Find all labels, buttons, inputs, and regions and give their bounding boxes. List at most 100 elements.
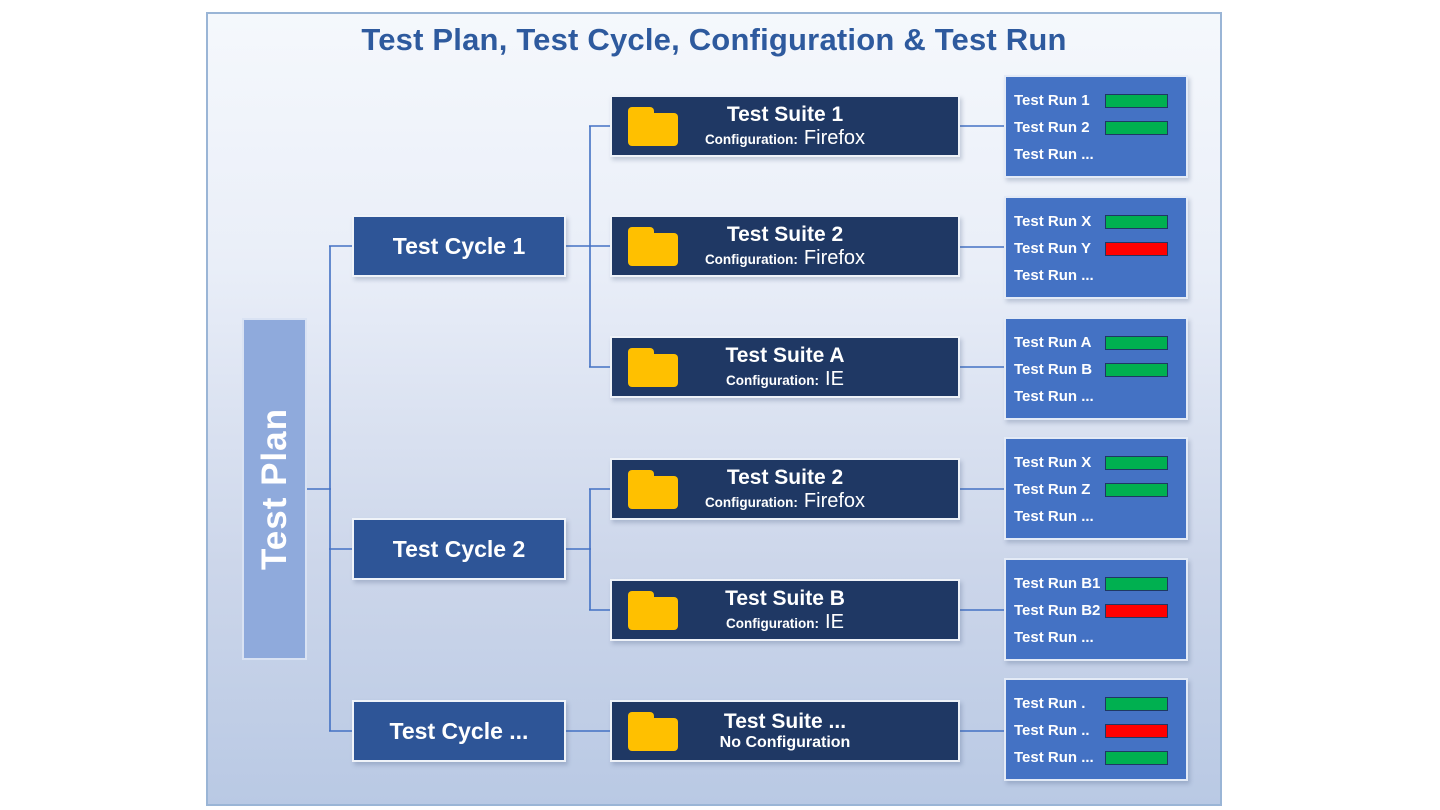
- test-run-row: Test Run ...: [1006, 503, 1186, 530]
- test-suite-configuration: Configuration: Firefox: [705, 127, 865, 149]
- test-suite-text: Test Suite A Configuration: IE: [612, 338, 958, 396]
- configuration-label: No Configuration: [719, 734, 851, 752]
- test-run-row: Test Run B2: [1006, 597, 1186, 624]
- test-suite-a-box: Test Suite A Configuration: IE: [610, 336, 960, 398]
- test-run-status-bar: [1105, 241, 1168, 256]
- test-plan-box: Test Plan: [242, 318, 307, 660]
- test-run-label: Test Run B: [1014, 361, 1093, 378]
- test-run-label: Test Run 2: [1014, 119, 1090, 136]
- test-suite-configuration: No Configuration: [720, 734, 851, 752]
- test-cycle-1-box: Test Cycle 1: [352, 215, 566, 277]
- test-run-row: Test Run B1: [1006, 570, 1186, 597]
- folder-icon: [628, 712, 678, 752]
- test-run-panel-6: Test Run . Test Run .. Test Run ...: [1004, 678, 1188, 781]
- test-suite-text: Test Suite B Configuration: IE: [612, 581, 958, 639]
- test-run-row: Test Run ...: [1006, 744, 1186, 771]
- configuration-label: Configuration:: [726, 373, 820, 389]
- test-suite-title: Test Suite ...: [723, 710, 847, 734]
- folder-icon: [628, 348, 678, 388]
- test-run-row: Test Run A: [1006, 329, 1186, 356]
- test-cycle-label: Test Cycle 2: [392, 535, 526, 562]
- test-cycle-label: Test Cycle ...: [389, 717, 529, 744]
- test-suite-configuration: Configuration: Firefox: [705, 490, 865, 512]
- test-run-label: Test Run ...: [1014, 629, 1094, 646]
- test-run-label: Test Run B2: [1014, 602, 1101, 619]
- configuration-value: IE: [825, 368, 844, 391]
- test-plan-label: Test Plan: [254, 407, 294, 570]
- test-run-status-bar: [1105, 214, 1168, 229]
- folder-icon: [628, 227, 678, 267]
- test-run-status-bar: [1105, 362, 1168, 377]
- test-cycle-2-box: Test Cycle 2: [352, 518, 566, 580]
- test-run-label: Test Run A: [1014, 334, 1092, 351]
- test-run-label: Test Run X: [1014, 454, 1092, 471]
- configuration-value: Firefox: [803, 127, 866, 150]
- test-run-row: Test Run ...: [1006, 383, 1186, 410]
- test-suite-configuration: Configuration: Firefox: [705, 247, 865, 269]
- test-run-status-bar: [1105, 723, 1168, 738]
- test-run-label: Test Run B1: [1014, 575, 1101, 592]
- test-run-label: Test Run ...: [1014, 267, 1094, 284]
- configuration-label: Configuration:: [704, 495, 798, 511]
- configuration-label: Configuration:: [704, 132, 798, 148]
- test-run-status-bar: [1105, 93, 1168, 108]
- test-suite-title: Test Suite B: [725, 586, 845, 610]
- test-run-row: Test Run B: [1006, 356, 1186, 383]
- test-suite-text: Test Suite 2 Configuration: Firefox: [612, 217, 958, 275]
- test-suite-text: Test Suite 1 Configuration: Firefox: [612, 97, 958, 155]
- folder-icon: [628, 470, 678, 510]
- test-run-row: Test Run ...: [1006, 262, 1186, 289]
- test-run-label: Test Run ...: [1014, 749, 1094, 766]
- test-suite-configuration: Configuration: IE: [726, 368, 844, 390]
- test-run-row: Test Run .: [1006, 690, 1186, 717]
- test-run-row: Test Run Z: [1006, 476, 1186, 503]
- test-run-panel-3: Test Run A Test Run B Test Run ...: [1004, 317, 1188, 420]
- configuration-value: Firefox: [803, 247, 866, 270]
- test-run-status-bar: [1105, 455, 1168, 470]
- test-run-row: Test Run X: [1006, 208, 1186, 235]
- test-run-label: Test Run Z: [1014, 481, 1091, 498]
- test-run-panel-1: Test Run 1 Test Run 2 Test Run ...: [1004, 75, 1188, 178]
- configuration-value: IE: [825, 611, 844, 634]
- test-suite-more-box: Test Suite ... No Configuration: [610, 700, 960, 762]
- test-run-status-bar: [1105, 576, 1168, 591]
- test-run-label: Test Run Y: [1014, 240, 1091, 257]
- test-run-label: Test Run ..: [1014, 722, 1090, 739]
- test-run-label: Test Run ...: [1014, 146, 1094, 163]
- test-suite-title: Test Suite 2: [726, 222, 844, 246]
- test-cycle-label: Test Cycle 1: [392, 232, 526, 259]
- folder-icon: [628, 591, 678, 631]
- test-run-row: Test Run 1: [1006, 87, 1186, 114]
- test-suite-2-box: Test Suite 2 Configuration: Firefox: [610, 215, 960, 277]
- test-run-panel-4: Test Run X Test Run Z Test Run ...: [1004, 437, 1188, 540]
- test-run-status-bar: [1105, 603, 1168, 618]
- test-run-label: Test Run ...: [1014, 388, 1094, 405]
- test-run-row: Test Run Y: [1006, 235, 1186, 262]
- test-run-row: Test Run ..: [1006, 717, 1186, 744]
- test-suite-b-box: Test Suite B Configuration: IE: [610, 579, 960, 641]
- test-run-label: Test Run ...: [1014, 508, 1094, 525]
- configuration-value: Firefox: [803, 490, 866, 513]
- test-run-label: Test Run 1: [1014, 92, 1090, 109]
- test-suite-text: Test Suite ... No Configuration: [612, 702, 958, 760]
- test-suite-2b-box: Test Suite 2 Configuration: Firefox: [610, 458, 960, 520]
- test-run-label: Test Run .: [1014, 695, 1086, 712]
- test-run-row: Test Run ...: [1006, 141, 1186, 168]
- test-suite-configuration: Configuration: IE: [726, 611, 844, 633]
- test-run-panel-2: Test Run X Test Run Y Test Run ...: [1004, 196, 1188, 299]
- test-run-row: Test Run ...: [1006, 624, 1186, 651]
- test-run-status-bar: [1105, 120, 1168, 135]
- test-run-label: Test Run X: [1014, 213, 1092, 230]
- folder-icon: [628, 107, 678, 147]
- test-run-status-bar: [1105, 482, 1168, 497]
- configuration-label: Configuration:: [726, 616, 820, 632]
- test-suite-title: Test Suite A: [725, 343, 845, 367]
- test-suite-text: Test Suite 2 Configuration: Firefox: [612, 460, 958, 518]
- test-suite-title: Test Suite 2: [726, 465, 844, 489]
- test-run-status-bar: [1105, 696, 1168, 711]
- configuration-label: Configuration:: [704, 252, 798, 268]
- test-run-panel-5: Test Run B1 Test Run B2 Test Run ...: [1004, 558, 1188, 661]
- test-run-status-bar: [1105, 750, 1168, 765]
- test-suite-title: Test Suite 1: [726, 102, 844, 126]
